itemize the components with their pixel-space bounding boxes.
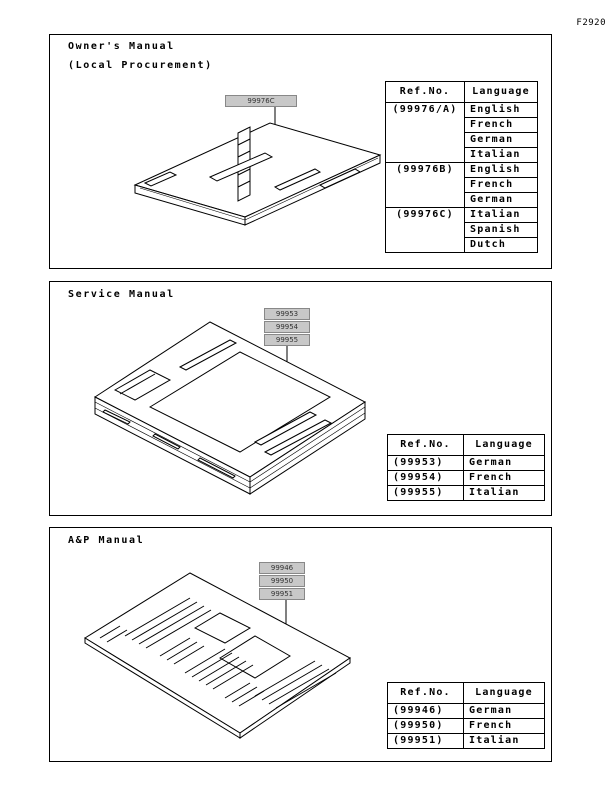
language-cell: French xyxy=(464,177,538,193)
ref-no-cell: (99950) xyxy=(387,718,464,734)
language-cell: German xyxy=(464,192,538,208)
ref-no-cell: (99951) xyxy=(387,733,464,749)
service-manual-part-label: 99953 xyxy=(264,308,310,320)
language-cell: Spanish xyxy=(464,222,538,238)
service-manual-part-label: 99955 xyxy=(264,334,310,346)
owners-manual-illustration xyxy=(133,107,382,226)
service-manual-part-label: 99954 xyxy=(264,321,310,333)
language-header: Language xyxy=(464,81,538,103)
service-manual-illustration xyxy=(94,321,366,495)
ap-manual-ref-table: Ref.No. Language (99946) German (99950) … xyxy=(387,682,545,749)
owners-manual-panel: Owner's Manual (Local Procurement) 99976… xyxy=(49,34,552,269)
language-cell: German xyxy=(463,455,545,471)
ref-no-cell: (99955) xyxy=(387,485,464,501)
ap-manual-part-label: 99951 xyxy=(259,588,305,600)
ap-manual-illustration xyxy=(84,572,351,739)
service-manual-panel: Service Manual 99953 99954 99955 Ref.No.… xyxy=(49,281,552,516)
ref-no-cell: (99954) xyxy=(387,470,464,486)
language-cell: French xyxy=(464,117,538,133)
language-cell: Dutch xyxy=(464,237,538,253)
ref-no-cell: (99946) xyxy=(387,703,464,719)
ref-no-cell: (99976C) xyxy=(385,207,465,253)
owners-manual-part-label: 99976C xyxy=(225,95,297,107)
language-cell: Italian xyxy=(463,485,545,501)
ap-manual-title: A&P Manual xyxy=(68,535,145,546)
language-cell: French xyxy=(463,718,545,734)
ap-manual-part-label: 99946 xyxy=(259,562,305,574)
language-cell: English xyxy=(464,102,538,118)
ap-manual-part-label: 99950 xyxy=(259,575,305,587)
ref-no-header: Ref.No. xyxy=(387,434,464,456)
ref-no-cell: (99976B) xyxy=(385,162,465,208)
owners-manual-subtitle: (Local Procurement) xyxy=(68,60,213,71)
service-manual-title: Service Manual xyxy=(68,289,175,300)
language-header: Language xyxy=(463,682,545,704)
ref-no-cell: (99976/A) xyxy=(385,102,465,163)
ref-no-header: Ref.No. xyxy=(385,81,465,103)
language-cell: English xyxy=(464,162,538,178)
language-cell: Italian xyxy=(463,733,545,749)
service-manual-ref-table: Ref.No. Language (99953) German (99954) … xyxy=(387,434,545,501)
ref-no-cell: (99953) xyxy=(387,455,464,471)
figure-number: F2920 xyxy=(576,18,606,28)
language-cell: French xyxy=(463,470,545,486)
ref-no-header: Ref.No. xyxy=(387,682,464,704)
ap-manual-panel: A&P Manual 99946 99950 99951 Ref.No. xyxy=(49,527,552,762)
owners-manual-title: Owner's Manual xyxy=(68,41,175,52)
language-cell: Italian xyxy=(464,147,538,163)
language-cell: German xyxy=(463,703,545,719)
language-cell: Italian xyxy=(464,207,538,223)
language-cell: German xyxy=(464,132,538,148)
language-header: Language xyxy=(463,434,545,456)
owners-manual-ref-table: Ref.No. Language (99976/A) English Frenc… xyxy=(385,81,538,253)
